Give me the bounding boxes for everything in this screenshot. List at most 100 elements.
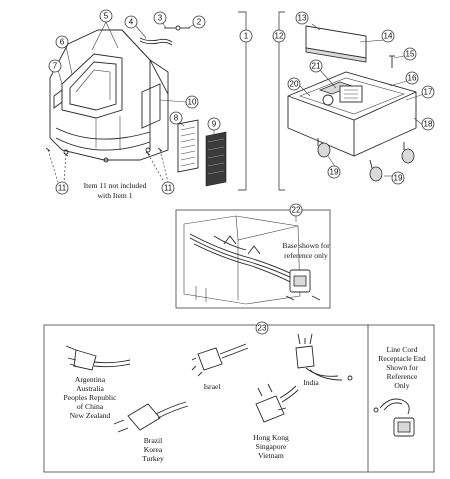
svg-text:Israel: Israel — [204, 382, 221, 391]
svg-text:Receptacle End: Receptacle End — [378, 354, 426, 363]
svg-text:16: 16 — [408, 74, 417, 83]
svg-text:19: 19 — [330, 168, 339, 177]
label-brazil: Brazil Korea Turkey — [142, 436, 164, 463]
caster-left — [317, 138, 331, 158]
item1-bracket — [238, 11, 247, 191]
note-item11: Item 11 not included with Item 1 — [84, 181, 147, 200]
svg-text:of China: of China — [77, 402, 104, 411]
svg-text:Argentina: Argentina — [75, 375, 106, 384]
svg-text:Item 11 not included: Item 11 not included — [84, 181, 147, 190]
callout-15: 15 — [403, 47, 417, 61]
svg-text:10: 10 — [188, 98, 197, 107]
callout-11-right: 11 — [161, 181, 175, 195]
svg-text:Peoples Republic: Peoples Republic — [64, 393, 118, 402]
plug-india — [295, 333, 353, 381]
svg-text:Hong Kong: Hong Kong — [253, 433, 289, 442]
item12-bracket — [278, 11, 285, 191]
svg-text:21: 21 — [312, 62, 321, 71]
base-tray — [287, 71, 417, 157]
callout-9: 9 — [207, 117, 221, 131]
svg-text:4: 4 — [129, 18, 134, 27]
callout-21: 21 — [309, 59, 323, 73]
callout-22: 22 — [289, 203, 303, 217]
svg-text:Reference: Reference — [387, 372, 418, 381]
svg-text:12: 12 — [275, 32, 284, 41]
callout-7: 7 — [48, 59, 62, 73]
receptacle-end — [373, 398, 415, 437]
svg-text:Shown for: Shown for — [386, 363, 418, 372]
svg-text:1: 1 — [244, 32, 249, 41]
svg-text:8: 8 — [174, 114, 179, 123]
filter-item9 — [205, 131, 227, 187]
svg-text:5: 5 — [104, 12, 109, 21]
plug-argentina — [65, 345, 131, 371]
screw-item15 — [389, 55, 395, 68]
label-india: India — [303, 378, 319, 387]
callout-13: 13 — [295, 11, 309, 25]
svg-text:Line Cord: Line Cord — [386, 345, 417, 354]
callout-20: 20 — [287, 77, 301, 91]
svg-text:2: 2 — [197, 18, 202, 27]
callout-11-left: 11 — [55, 181, 69, 195]
label-israel: Israel — [204, 382, 221, 391]
callout-1: 1 — [239, 29, 253, 43]
svg-text:23: 23 — [258, 324, 267, 333]
svg-text:New Zealand: New Zealand — [70, 411, 111, 420]
caster-mid — [369, 159, 383, 182]
svg-text:7: 7 — [53, 62, 58, 71]
note-base-reference: Base shown for reference only — [282, 241, 330, 260]
harness-cable — [139, 37, 173, 43]
caster-right — [401, 142, 415, 164]
shroud-assembly — [49, 29, 169, 163]
callout-14: 14 — [381, 29, 395, 43]
svg-text:Singapore: Singapore — [256, 442, 287, 451]
callout-5: 5 — [99, 9, 113, 23]
svg-text:22: 22 — [292, 206, 301, 215]
svg-text:9: 9 — [212, 120, 217, 129]
svg-text:Only: Only — [394, 381, 409, 390]
svg-text:18: 18 — [424, 120, 433, 129]
plug-brazil — [113, 401, 189, 433]
svg-text:13: 13 — [298, 14, 307, 23]
leader-11a — [47, 149, 59, 183]
label-argentina: Argentina Australia Peoples Republic of … — [64, 375, 118, 420]
svg-text:6: 6 — [60, 38, 65, 47]
svg-text:15: 15 — [406, 50, 415, 59]
grille-item8 — [177, 119, 199, 173]
callout-3: 3 — [153, 11, 167, 25]
callout-19-left: 19 — [327, 165, 341, 179]
svg-text:19: 19 — [394, 174, 403, 183]
item22-panel — [175, 209, 331, 309]
svg-text:17: 17 — [424, 88, 433, 97]
callout-10: 10 — [185, 95, 199, 109]
svg-text:India: India — [303, 378, 319, 387]
svg-text:reference only: reference only — [284, 251, 328, 260]
callout-2: 2 — [192, 15, 206, 29]
svg-text:Australia: Australia — [76, 384, 104, 393]
screw-item3 — [164, 25, 181, 31]
callout-6: 6 — [55, 35, 69, 49]
svg-text:Brazil: Brazil — [144, 436, 163, 445]
callout-18: 18 — [421, 117, 435, 131]
callout-8: 8 — [169, 111, 183, 125]
lid-item13 — [305, 25, 367, 63]
note-line-cord: Line Cord Receptacle End Shown for Refer… — [378, 345, 426, 390]
svg-text:Base shown for: Base shown for — [282, 241, 330, 250]
label-hongkong: Hong Kong Singapore Vietnam — [253, 433, 289, 460]
svg-text:Vietnam: Vietnam — [258, 451, 284, 460]
base-cord-detail — [183, 215, 321, 305]
svg-text:20: 20 — [290, 80, 299, 89]
item23-panel — [43, 324, 435, 473]
callout-16: 16 — [405, 71, 419, 85]
callout-19-right: 19 — [391, 171, 405, 185]
callout-12: 12 — [272, 29, 286, 43]
plug-israel — [191, 343, 249, 377]
svg-text:Turkey: Turkey — [142, 454, 164, 463]
svg-text:14: 14 — [384, 32, 393, 41]
callout-17: 17 — [421, 85, 435, 99]
callout-4: 4 — [124, 15, 138, 29]
callout-23: 23 — [255, 321, 269, 335]
svg-text:11: 11 — [164, 184, 173, 193]
svg-text:3: 3 — [158, 14, 163, 23]
